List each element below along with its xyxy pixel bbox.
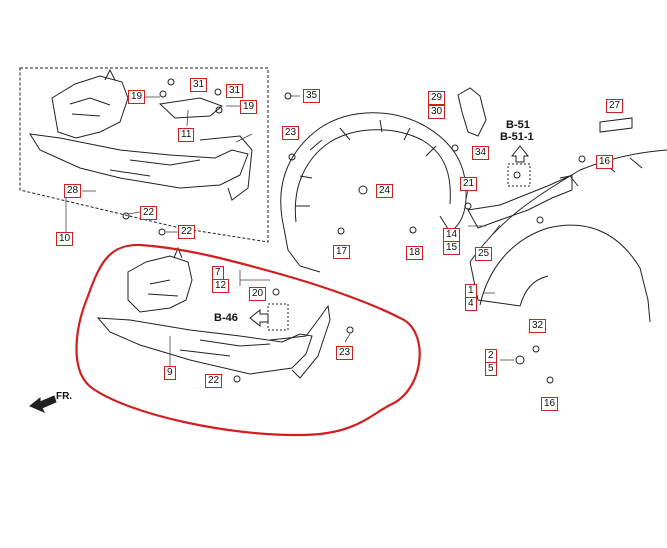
callout-7: 7 <box>212 266 224 280</box>
b46-arrow <box>249 308 269 328</box>
ref-b51-1: B-51-1 <box>500 131 534 143</box>
callout-15: 15 <box>443 241 461 255</box>
callout-11: 11 <box>178 128 195 142</box>
front-fender <box>469 149 667 323</box>
under-cover-upper <box>29 68 253 201</box>
callout-25: 25 <box>475 247 493 261</box>
under-cover-lower <box>96 246 331 379</box>
callout-30: 30 <box>428 105 446 119</box>
callout-18: 18 <box>406 246 424 260</box>
callout-24: 24 <box>376 184 394 198</box>
fender-bracket <box>467 174 573 229</box>
callout-2: 2 <box>485 349 497 363</box>
callout-17: 17 <box>333 245 351 259</box>
highlight-outline <box>75 243 421 437</box>
inner-fender-liner <box>280 112 467 273</box>
callout-34: 34 <box>472 146 490 160</box>
callout-21: 21 <box>460 177 478 191</box>
callout-22-inset-b: 22 <box>178 225 196 239</box>
b51-arrow <box>510 145 530 163</box>
part-27 <box>599 117 633 133</box>
callout-1: 1 <box>465 284 477 298</box>
ref-b46: B-46 <box>214 312 238 324</box>
callout-19-left: 19 <box>128 90 146 104</box>
callout-10: 10 <box>56 232 74 246</box>
callout-31-right: 31 <box>226 84 244 98</box>
callout-29: 29 <box>428 91 446 105</box>
callout-32: 32 <box>529 319 547 333</box>
inset-box <box>19 67 269 243</box>
ref-b51: B-51 <box>506 119 530 131</box>
bracket-29-30 <box>457 87 487 137</box>
callout-20: 20 <box>249 287 267 301</box>
callout-27: 27 <box>606 99 624 113</box>
callout-14: 14 <box>443 228 461 242</box>
callout-35: 35 <box>303 89 321 103</box>
callout-19-right: 19 <box>240 100 258 114</box>
callout-28: 28 <box>64 184 82 198</box>
fasteners <box>122 78 586 384</box>
callout-22-inset-a: 22 <box>140 206 158 220</box>
b51-clip-box <box>507 163 531 187</box>
fr-arrow <box>29 395 57 413</box>
callout-5: 5 <box>485 362 497 376</box>
callout-4: 4 <box>465 297 477 311</box>
b46-clip-box <box>267 303 289 331</box>
callout-22-lower: 22 <box>205 374 223 388</box>
leader-lines <box>65 95 514 366</box>
callout-31-top: 31 <box>190 78 208 92</box>
callout-12: 12 <box>212 279 230 293</box>
callout-16-top: 16 <box>596 155 614 169</box>
callout-9: 9 <box>164 366 176 380</box>
callout-23-lower: 23 <box>336 346 354 360</box>
fr-direction-label: FR. <box>56 391 73 402</box>
callout-16-bottom: 16 <box>541 397 559 411</box>
callout-23-top: 23 <box>282 126 300 140</box>
